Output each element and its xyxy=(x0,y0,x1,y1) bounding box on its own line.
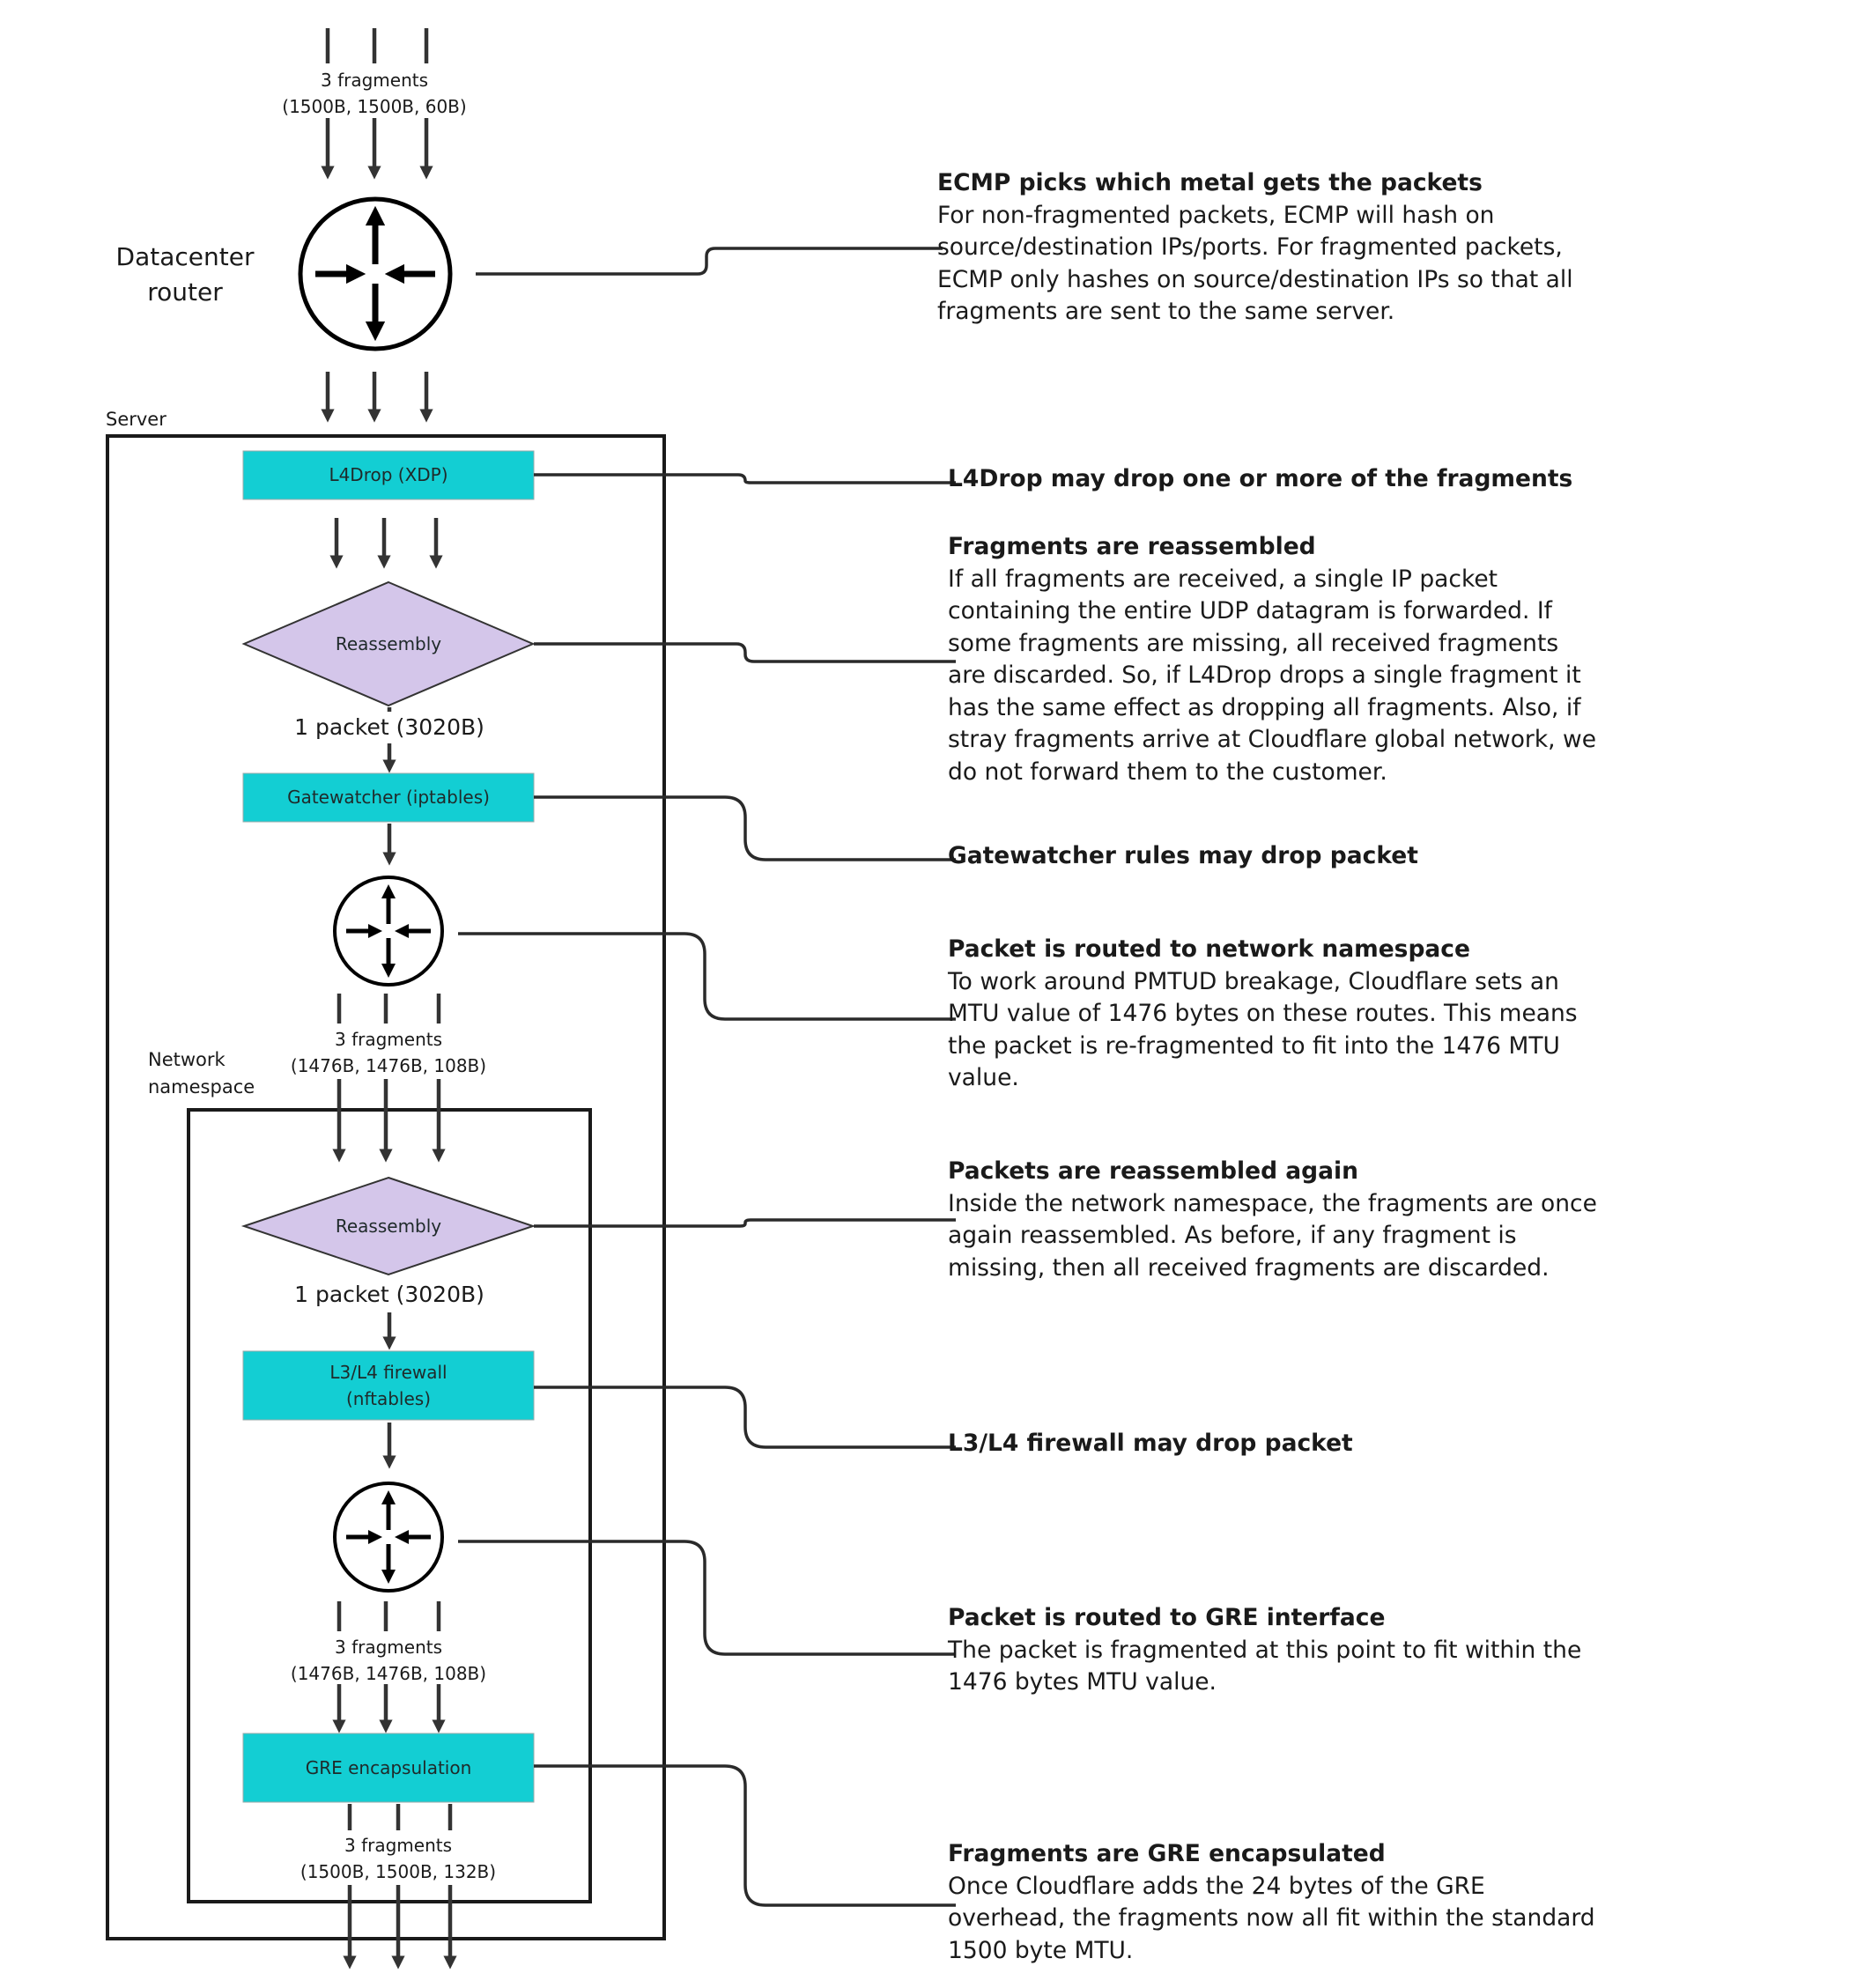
fragments4-sizes: (1500B, 1500B, 132B) xyxy=(300,1861,497,1882)
desc-gre-encap-body: Once Cloudflare adds the 24 bytes of the… xyxy=(948,1872,1595,1964)
desc-l4drop-heading: L4Drop may drop one or more of the fragm… xyxy=(948,465,1573,492)
connector-routed-gre xyxy=(458,1540,956,1656)
connector-firewall xyxy=(534,1386,956,1449)
desc-gatewatcher-heading: Gatewatcher rules may drop packet xyxy=(948,842,1418,869)
refragment-lines xyxy=(332,994,446,1163)
reassembly-diamond-2 xyxy=(240,1176,536,1276)
desc-routed-netns-heading: Packet is routed to network namespace xyxy=(948,935,1470,963)
connector-ecmp xyxy=(476,247,943,276)
netns-container xyxy=(187,1108,592,1903)
connector-routed-netns xyxy=(458,932,956,1021)
gre-fragment-lines xyxy=(332,1601,446,1733)
connector-gatewatcher xyxy=(534,795,956,861)
desc-l4drop: L4Drop may drop one or more of the fragm… xyxy=(948,463,1864,496)
l4drop-box xyxy=(242,450,535,500)
desc-routed-gre-heading: Packet is routed to GRE interface xyxy=(948,1604,1386,1631)
packet-flow-diagram xyxy=(106,28,956,1970)
desc-gre-encap: Fragments are GRE encapsulated Once Clou… xyxy=(948,1838,1864,1967)
fragments3-count: 3 fragments xyxy=(334,1637,443,1658)
netns-label: Network namespace xyxy=(148,1049,255,1097)
desc-firewall-heading: L3/L4 firewall may drop packet xyxy=(948,1430,1353,1457)
desc-routed-gre: Packet is routed to GRE interface The pa… xyxy=(948,1602,1864,1699)
desc-reassembled-heading: Fragments are reassembled xyxy=(948,533,1316,560)
gre-box xyxy=(242,1733,535,1803)
connector-gre-encap xyxy=(534,1764,956,1907)
top-fragment-lines xyxy=(321,28,433,180)
desc-firewall: L3/L4 firewall may drop packet xyxy=(948,1428,1864,1460)
server-entry-arrows xyxy=(321,372,433,423)
gre-router-icon xyxy=(333,1482,444,1593)
desc-reassembled-body: If all fragments are received, a single … xyxy=(948,565,1596,786)
l4drop-out-arrows xyxy=(329,518,443,569)
top-fragments-count: 3 fragments xyxy=(320,70,429,91)
packet-label-1: 1 packet (3020B) xyxy=(257,712,521,743)
fragments4-count: 3 fragments xyxy=(344,1835,453,1856)
reassembly-diamond-1 xyxy=(241,580,536,707)
desc-routed-netns: Packet is routed to network namespace To… xyxy=(948,934,1864,1095)
l4drop-label: L4Drop (XDP) xyxy=(329,464,448,485)
desc-ecmp: ECMP picks which metal gets the packets … xyxy=(937,167,1853,329)
desc-reassembled: Fragments are reassembled If all fragmen… xyxy=(948,531,1864,788)
desc-gre-encap-heading: Fragments are GRE encapsulated xyxy=(948,1840,1386,1867)
desc-ecmp-body: For non-fragmented packets, ECMP will ha… xyxy=(937,201,1573,326)
router-label: Datacenter router xyxy=(115,242,255,307)
description-connectors xyxy=(458,247,956,1907)
gre-label: GRE encapsulation xyxy=(305,1757,472,1778)
datacenter-router-icon xyxy=(298,196,453,351)
top-fragments-sizes: (1500B, 1500B, 60B) xyxy=(282,96,467,117)
netns-router-icon xyxy=(333,876,444,987)
firewall-label: L3/L4 firewall (nftables) xyxy=(329,1362,448,1409)
firewall-box xyxy=(242,1350,535,1421)
reassembly-label-2: Reassembly xyxy=(335,1216,442,1237)
gre-out-lines xyxy=(343,1804,457,1970)
connector-reassembled xyxy=(534,642,956,663)
fragments2-count: 3 fragments xyxy=(334,1029,443,1050)
desc-reassembled-again-heading: Packets are reassembled again xyxy=(948,1157,1358,1185)
server-label: Server xyxy=(106,409,166,430)
server-container xyxy=(106,434,666,1940)
packet-label-2: 1 packet (3020B) xyxy=(294,1282,484,1307)
desc-reassembled-again-body: Inside the network namespace, the fragme… xyxy=(948,1189,1597,1282)
connector-l4drop xyxy=(534,473,956,484)
reassembly-label-1: Reassembly xyxy=(335,633,442,654)
desc-routed-gre-body: The packet is fragmented at this point t… xyxy=(948,1636,1582,1696)
desc-routed-netns-body: To work around PMTUD breakage, Cloudflar… xyxy=(948,967,1578,1092)
gatewatcher-label: Gatewatcher (iptables) xyxy=(287,787,490,808)
desc-gatewatcher: Gatewatcher rules may drop packet xyxy=(948,840,1864,873)
gatewatcher-box xyxy=(242,772,535,823)
desc-ecmp-heading: ECMP picks which metal gets the packets xyxy=(937,169,1483,196)
desc-reassembled-again: Packets are reassembled again Inside the… xyxy=(948,1156,1864,1284)
fragments3-sizes: (1476B, 1476B, 108B) xyxy=(290,1663,487,1684)
connector-reassembled-again xyxy=(534,1218,956,1228)
fragments2-sizes: (1476B, 1476B, 108B) xyxy=(290,1055,487,1076)
